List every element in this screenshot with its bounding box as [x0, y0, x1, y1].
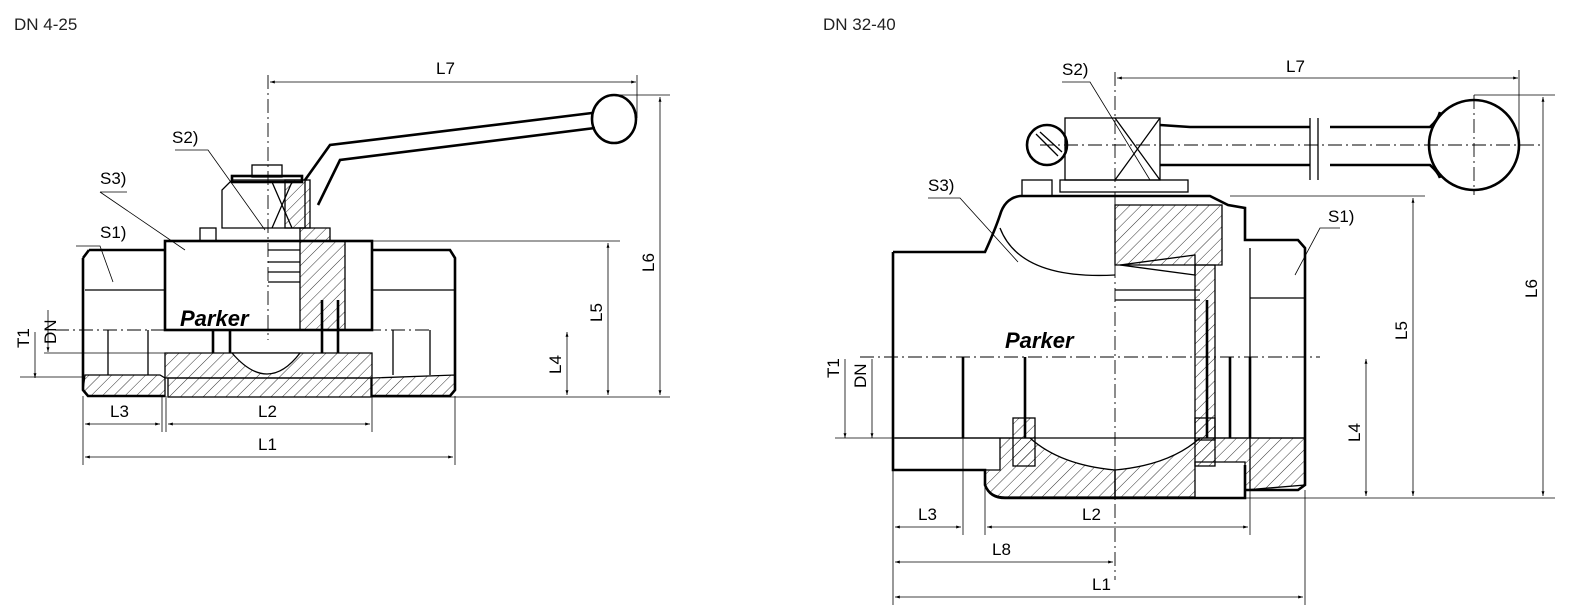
label-l5: L5 — [587, 303, 606, 322]
label-s3: S3) — [928, 176, 954, 195]
label-l2: L2 — [258, 402, 277, 421]
label-l3: L3 — [110, 402, 129, 421]
left-hex-ends — [81, 248, 457, 398]
left-view: DN 4-25 Parker — [14, 15, 670, 465]
label-l1: L1 — [258, 435, 277, 454]
label-dn: DN — [41, 319, 60, 344]
label-s2: S2) — [172, 128, 198, 147]
right-labels: L7 S2) S3) S1) T1 DN L5 L6 L4 L3 L2 L8 L… — [824, 57, 1541, 594]
left-labels: L7 S2) S3) S1) T1 DN L5 L6 L4 L3 L2 L1 — [14, 59, 658, 454]
label-l2: L2 — [1082, 505, 1101, 524]
right-view: DN 32-40 Parker — [823, 15, 1555, 605]
right-body: Parker — [891, 194, 1307, 500]
label-l5: L5 — [1392, 321, 1411, 340]
left-parker-logo: Parker — [180, 306, 250, 331]
label-t1: T1 — [824, 358, 843, 378]
label-l6: L6 — [1522, 279, 1541, 298]
right-handle — [1021, 98, 1521, 197]
label-dn: DN — [851, 363, 870, 388]
label-l1: L1 — [1092, 575, 1111, 594]
label-s1: S1) — [1328, 207, 1354, 226]
right-dimensions — [835, 70, 1555, 605]
label-l4: L4 — [546, 355, 565, 374]
right-view-title: DN 32-40 — [823, 15, 896, 34]
right-parker-logo: Parker — [1005, 328, 1075, 353]
left-view-title: DN 4-25 — [14, 15, 77, 34]
left-leaders — [76, 149, 266, 283]
left-handle — [199, 93, 638, 242]
label-l7: L7 — [1286, 57, 1305, 76]
left-body: Parker — [163, 239, 374, 398]
label-l3: L3 — [918, 505, 937, 524]
label-s3: S3) — [100, 169, 126, 188]
label-s1: S1) — [100, 223, 126, 242]
label-l6: L6 — [639, 253, 658, 272]
label-l7: L7 — [436, 59, 455, 78]
label-s2: S2) — [1062, 60, 1088, 79]
label-l8: L8 — [992, 540, 1011, 559]
label-l4: L4 — [1345, 423, 1364, 442]
label-t1: T1 — [14, 328, 33, 348]
right-leaders — [928, 81, 1340, 276]
left-dimensions — [20, 75, 670, 465]
